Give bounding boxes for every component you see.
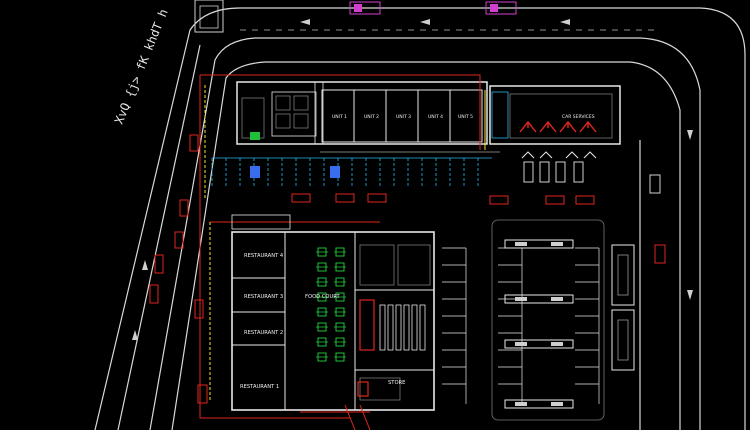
restaurant-3-label: RESTAURANT 3 — [244, 294, 283, 300]
restaurant-1-label: RESTAURANT 1 — [240, 384, 279, 390]
car-services-cars — [521, 151, 597, 183]
car-services-building — [489, 85, 621, 145]
unit-label-4: UNIT 4 — [428, 114, 443, 120]
unit-label-5: UNIT 5 — [458, 114, 473, 120]
unit-label-3: UNIT 3 — [396, 114, 411, 120]
entrance-lines — [300, 404, 371, 430]
restaurant-4-label: RESTAURANT 4 — [244, 253, 284, 259]
store-red-bays — [357, 299, 375, 397]
utility-lines — [199, 74, 500, 419]
left-parked-cars — [149, 134, 208, 404]
food-court-tables — [316, 247, 346, 362]
food-court-label: FOOD COURT — [305, 294, 341, 300]
accessible-parking-icons — [250, 166, 340, 178]
parking-row-top — [211, 157, 492, 188]
unit-labels: UNIT 1 UNIT 2 UNIT 3 UNIT 4 UNIT 5 — [332, 114, 473, 120]
main-building — [231, 214, 435, 411]
car-services-label: CAR SERVICES — [562, 114, 595, 120]
store-label: STORE — [388, 380, 405, 386]
road-outlines — [94, 7, 746, 430]
unit-label-1: UNIT 1 — [332, 114, 347, 120]
upper-lot-cars — [291, 193, 595, 205]
building-labels: RESTAURANT 4 RESTAURANT 3 RESTAURANT 2 R… — [240, 253, 405, 390]
top-vehicles — [194, 0, 517, 33]
right-canopy — [611, 174, 666, 371]
store-shelves — [379, 304, 426, 351]
restaurant-2-label: RESTAURANT 2 — [244, 330, 283, 336]
right-parking-columns — [442, 247, 600, 404]
unit-label-2: UNIT 2 — [364, 114, 379, 120]
handwritten-note: XvQ {j> fK khdT h — [112, 7, 171, 126]
units-building — [236, 81, 488, 145]
fuel-islands — [491, 219, 605, 421]
lane-arrows — [132, 19, 693, 340]
